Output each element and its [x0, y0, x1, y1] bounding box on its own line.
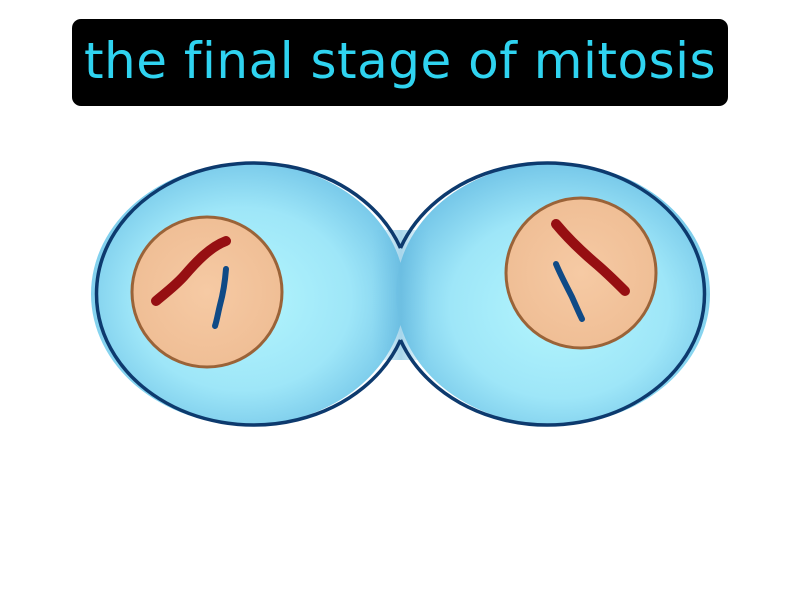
left-red-chromosome — [151, 236, 231, 306]
left-blue-chromosome — [212, 266, 229, 329]
caption-banner: the final stage of mitosis — [72, 19, 728, 106]
right-nucleus-group — [504, 196, 658, 350]
right-nucleus — [504, 196, 658, 350]
right-red-chromosome — [551, 219, 630, 296]
left-cell-outline — [94, 161, 403, 427]
caption-text: the final stage of mitosis — [83, 31, 717, 90]
left-nucleus — [130, 215, 284, 369]
left-nucleus-group — [130, 215, 284, 369]
right-blue-chromosome — [553, 261, 585, 322]
cleavage-furrow — [372, 230, 430, 360]
right-cell-outline — [398, 161, 707, 427]
